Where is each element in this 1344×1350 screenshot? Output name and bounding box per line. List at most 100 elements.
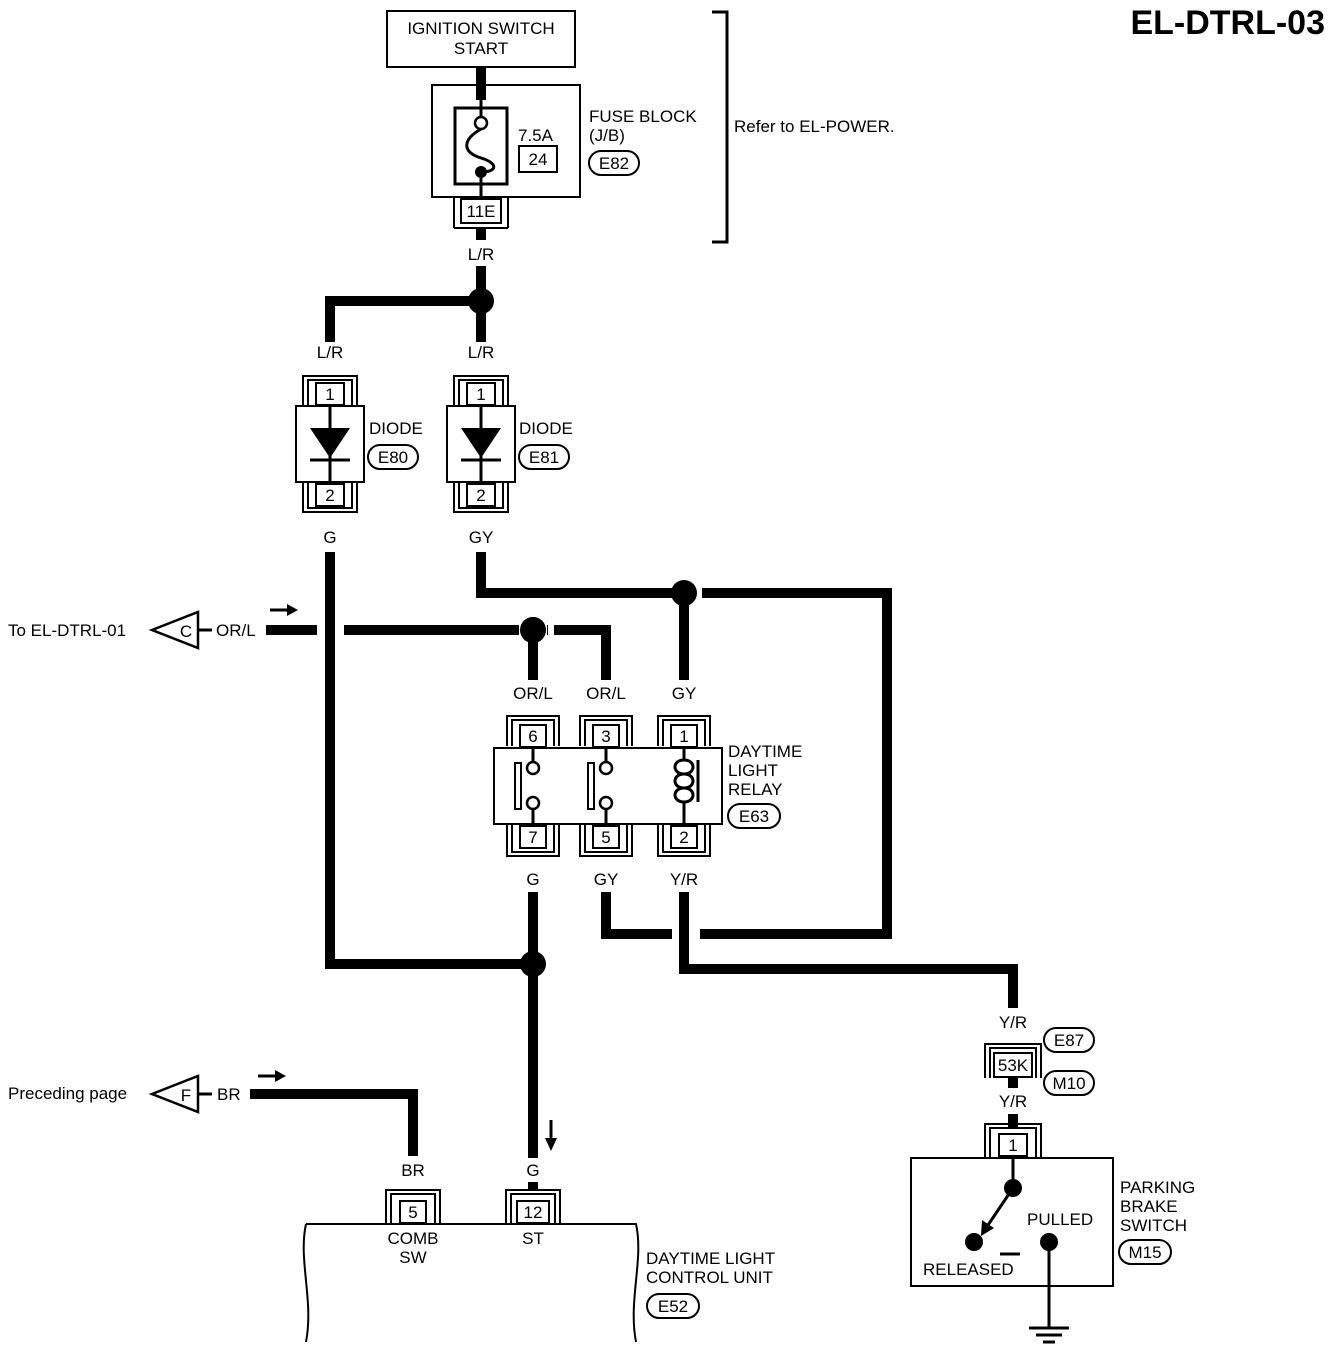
daytime-light-relay: 6 3 1 7 5 2 DAYTIME LIGHT RELAY: [493, 715, 802, 857]
relay-label-3: RELAY: [728, 780, 783, 799]
e80-diode-icon: [310, 428, 350, 458]
relay-contact1-blade: [514, 762, 522, 810]
e80-top-bracket: [302, 375, 358, 406]
wire-color-lr-main: L/R: [468, 245, 494, 264]
relay-bracket-6: [506, 715, 560, 746]
wire-gy-loop: [700, 588, 892, 939]
fuse-block-connector-pill: [588, 150, 640, 176]
refer-note: Refer to EL-POWER.: [734, 117, 895, 136]
cu-bracket-5: [385, 1189, 441, 1224]
wire-orl-main: [344, 625, 611, 680]
wire-color-orl-6: OR/L: [513, 684, 553, 703]
wire-gy-pin5: [601, 892, 672, 939]
wire-color-g-12-label: G: [526, 1161, 539, 1180]
pbs-bracket: [984, 1123, 1042, 1158]
parking-brake-switch: 1 PULLED RELEASED PARKING BRAKE SWITCH M…: [910, 1123, 1195, 1344]
ignition-switch-label: IGNITION SWITCH: [407, 19, 554, 38]
relay-bracket-3: [579, 715, 633, 746]
junction-lr: [468, 288, 494, 314]
e80-bottom-bracket: [302, 482, 358, 513]
cu-connector: E52: [658, 1297, 688, 1316]
relay-pin2-box: [670, 825, 698, 849]
wire-color-br-left: BR: [217, 1085, 241, 1104]
offpage-c-arrow-icon: [287, 604, 298, 616]
fuse-terminal-bottom: [475, 166, 487, 178]
relay-bracket-5: [579, 824, 633, 857]
pbs-pin1: 1: [1008, 1136, 1017, 1155]
wire-color-gy-e81: GY: [469, 528, 494, 547]
wire-color-g-7: G: [526, 870, 539, 889]
relay-pin-6: 6: [528, 727, 537, 746]
pbs-released: RELEASED: [923, 1260, 1014, 1279]
wire-color-lr-e81: L/R: [468, 343, 494, 362]
orl-gap-mask-2: [548, 624, 554, 637]
fuse-terminal-bracket: [453, 198, 509, 229]
e80-connector: E80: [378, 448, 408, 467]
fuse-block-connector: E82: [599, 154, 629, 173]
ignition-switch-box: [386, 10, 576, 68]
fuse-terminal-label: 11E: [467, 202, 496, 221]
e80-pin2-box: [315, 483, 345, 507]
cu-pin-12: 12: [524, 1203, 543, 1222]
wire-color-lr-e80: L/R: [317, 343, 343, 362]
flow-arrow-down-icon: [545, 1138, 557, 1151]
wire-color-yr-2: Y/R: [670, 870, 698, 889]
pbs-label-1: PARKING: [1120, 1178, 1195, 1197]
relay-bracket-1: [657, 715, 711, 746]
joint-53k-box: [993, 1052, 1033, 1078]
pbs-lever-arrow-icon: [981, 1220, 994, 1236]
cu-connector-pill: [646, 1293, 700, 1319]
relay-contact2-blade: [587, 762, 595, 810]
offpage-f-text: Preceding page: [8, 1084, 127, 1103]
relay-connector: E63: [739, 807, 769, 826]
relay-pin-5: 5: [601, 828, 610, 847]
fuse-terminal-box: [460, 198, 502, 224]
cu-label-1: DAYTIME LIGHT: [646, 1249, 775, 1268]
relay-bracket-2: [657, 824, 711, 857]
cu-label-2: CONTROL UNIT: [646, 1268, 773, 1287]
relay-contact2-bottom: [598, 795, 614, 811]
refer-bracket: [712, 10, 729, 244]
e80-label: DIODE: [369, 419, 423, 438]
wire-color-gy-5: GY: [594, 870, 619, 889]
cu-sw-label: SW: [399, 1248, 426, 1267]
offpage-connector-c: To EL-DTRL-01 C OR/L: [8, 604, 298, 650]
fuse-number: 24: [529, 150, 548, 169]
wire-color-g-e80: G: [323, 528, 336, 547]
ignition-start-label: START: [454, 39, 508, 58]
fuse-block-name: FUSE BLOCK: [589, 107, 697, 126]
e81-connector: E81: [529, 448, 559, 467]
e80-connector-pill: [367, 444, 419, 470]
e80-pin1: 1: [325, 385, 334, 404]
fuse-block-sub: (J/B): [589, 126, 625, 145]
wire-gy-e81: [476, 552, 684, 598]
cu-body: [302, 1223, 640, 1343]
relay-connector-pill: [727, 803, 781, 829]
pbs-label-3: SWITCH: [1120, 1216, 1187, 1235]
diode-e81: 1 2 DIODE E81: [446, 375, 573, 513]
cu-comb-label: COMB: [388, 1229, 439, 1248]
junction-orl-dot: [520, 617, 546, 643]
relay-contact2-top: [598, 760, 614, 776]
joint-m10-pill: [1043, 1070, 1095, 1096]
e81-top-bracket: [453, 375, 509, 406]
pbs-lever: [984, 1187, 1015, 1229]
pbs-pin1-box: [998, 1133, 1028, 1157]
fuse-number-box: [518, 145, 558, 173]
wire-color-yr-e87: Y/R: [999, 1013, 1027, 1032]
offpage-connector-f: Preceding page F BR: [8, 1070, 286, 1114]
offpage-c-text: To EL-DTRL-01: [8, 621, 126, 640]
relay-pin-2: 2: [679, 828, 688, 847]
relay-pin7-box: [519, 825, 547, 849]
relay-contact1-top: [525, 760, 541, 776]
relay-label-1: DAYTIME: [728, 742, 802, 761]
fuse-rating: 7.5A: [518, 126, 554, 145]
joint-e87-pill: [1043, 1027, 1095, 1053]
wire-color-yr-m10: Y/R: [999, 1092, 1027, 1111]
g-label-mask: [520, 1158, 546, 1182]
wire-lr-e80: [325, 296, 481, 342]
fuse-terminal-top: [473, 115, 489, 131]
relay-pin5-box: [592, 825, 620, 849]
pbs-pulled: PULLED: [1027, 1210, 1093, 1229]
